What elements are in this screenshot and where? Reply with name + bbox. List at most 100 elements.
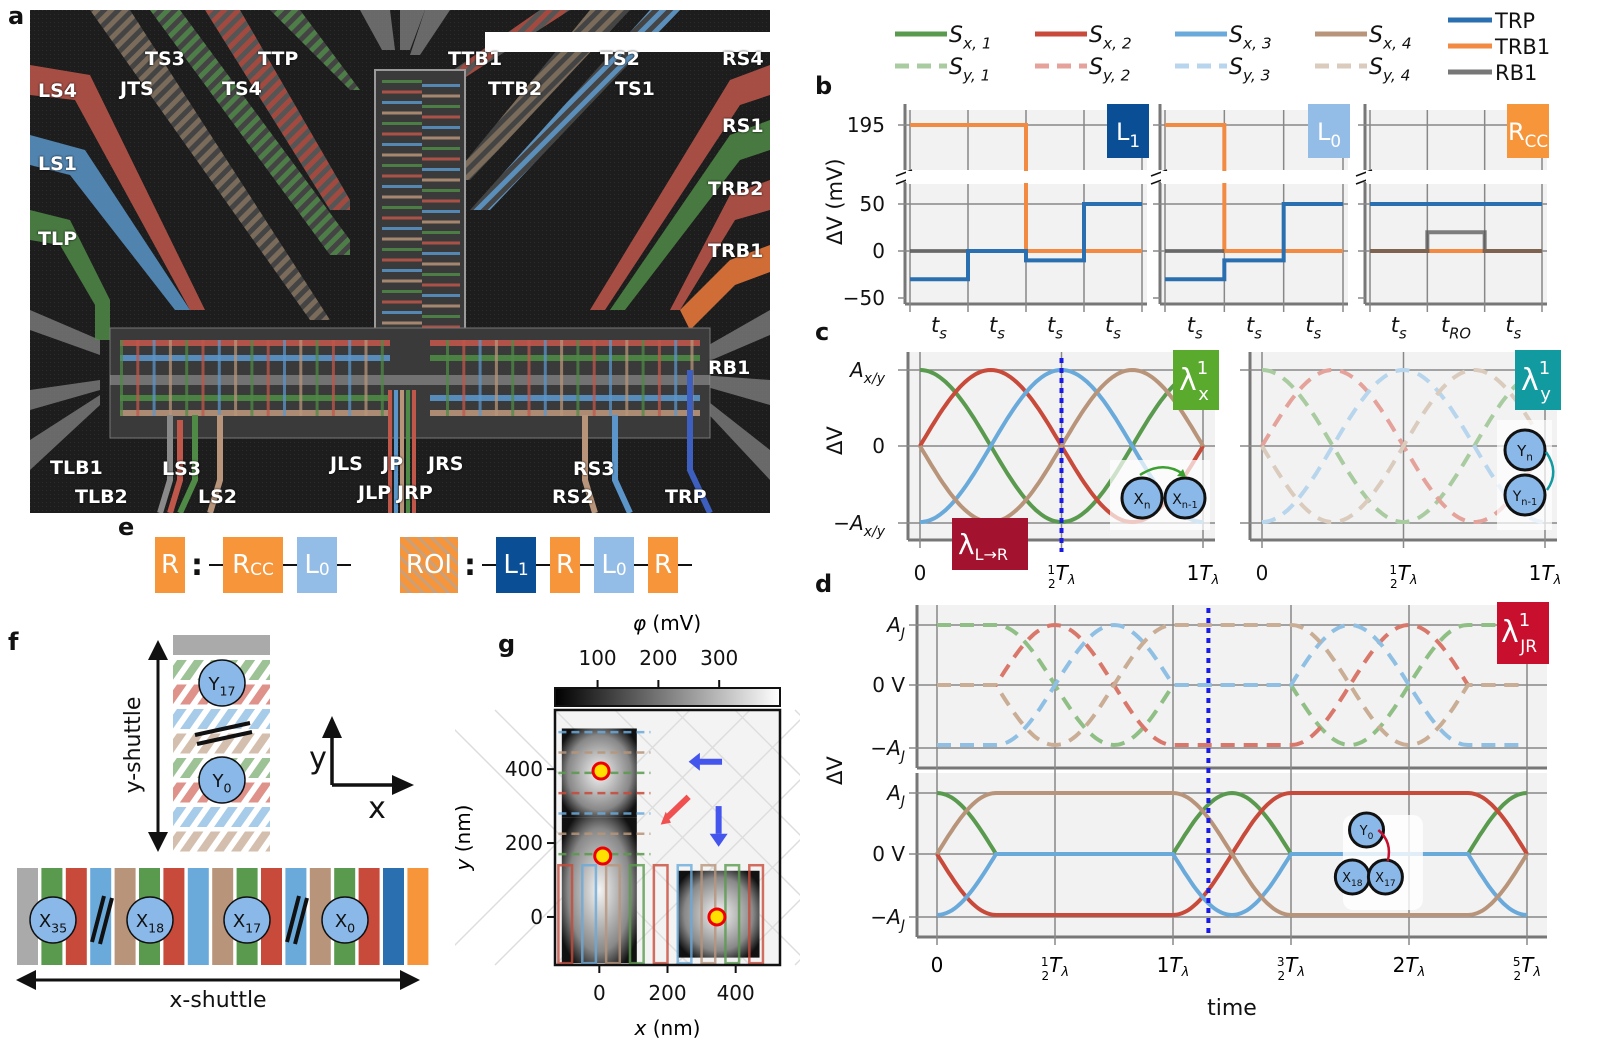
y-tick-label: 0 [872,239,885,263]
connector-line [209,564,223,566]
series-s_x-3 [936,852,1528,918]
gate-finger [283,340,286,416]
gate-finger [382,132,422,136]
gate-finger [422,168,460,171]
y-gate [173,709,270,729]
gate-finger [422,315,460,318]
gate-outline [748,863,765,965]
ellipsis-mark [293,897,309,945]
gate-finger [382,90,422,94]
series-s_y-2 [937,622,1527,747]
x-gate [309,868,331,965]
subplot-tag: RCC [1507,104,1549,158]
electron-position [591,761,611,781]
hop-arrow [1377,829,1391,862]
gate-label-ls3: LS3 [162,458,202,480]
arrow-head [709,833,728,847]
gate-finger [382,164,422,167]
gate-finger [576,340,580,416]
x-tick-label: 1Tλ [1157,953,1190,980]
gate-finger [422,252,460,255]
gate-finger [422,304,460,308]
electron-position [707,907,727,927]
dot-y-n-minus-1 [1503,473,1547,517]
x-tick-label: 1Tλ [1529,561,1562,588]
series-s_y-1 [1261,368,1546,525]
grid-diag [734,898,800,966]
legend-label: Sx, 4 [1369,23,1412,53]
gate-finger [120,340,123,416]
x-tick-label: ts [1305,313,1321,340]
gate-finger [382,111,422,115]
sequence-step-r: R [648,537,678,593]
legend-label: Sx, 3 [1229,23,1272,53]
gate-finger [422,325,460,329]
x-tick-label: 2Tλ [1393,953,1426,980]
gate-label-rs1: RS1 [722,115,764,137]
axis-label-x: x [368,791,386,826]
gate-finger [422,84,460,87]
arrows [660,752,728,847]
gate-finger [462,340,466,416]
lambda-l-to-r-tag: λL→R [952,518,1028,570]
ellipsis-mark [98,897,114,945]
panel-letter-e: e [118,513,135,541]
connector-line [634,564,648,566]
gate-label-ts4: TS4 [222,78,262,100]
y-tick-label: 200 [505,831,543,855]
subplot-tag: L1 [1107,104,1149,158]
gate-finger [422,136,460,140]
gate-finger [494,340,498,416]
legend-label: Sy, 2 [1089,55,1130,85]
y-tick-label: −AJ [870,736,905,765]
gate-label-ts1: TS1 [615,78,655,100]
x-dot [126,896,174,944]
dot-label: Xn [1134,490,1151,512]
axis-break-gap [906,171,1150,183]
gate-finger [266,340,270,416]
axis-label-y: y [309,741,327,776]
sequence-step-r: R [550,537,580,593]
gate-label-jrs: JRS [428,453,464,475]
gate-finger [382,122,422,125]
gate-finger [234,340,238,416]
gate-finger [422,273,460,276]
gate-outline [604,863,622,965]
ellipsis-mark [196,730,253,746]
gate-finger [657,340,661,416]
dot-label: X0 [335,911,355,935]
gate-finger [382,279,422,283]
series-s_x-4 [918,367,1205,525]
arrow-head [148,640,168,660]
colon-separator: : [464,547,476,583]
connector-line [536,564,550,566]
x-tick-label: ts [1246,313,1262,340]
tag-box [1497,602,1549,664]
gate-outline [652,863,669,965]
colorbar-tick-label: 200 [639,646,677,670]
gate-finger [592,340,596,416]
gate-finger [422,157,460,161]
gate-label-trp: TRP [665,486,707,508]
y-axis-label: y (nm) [455,805,475,872]
gate-outline [581,863,598,965]
dot-label: Yn [1516,442,1533,464]
x-tick-label: ts [1187,313,1203,340]
colorbar [554,687,781,707]
x-tick-label: ts [1391,313,1407,340]
gate-finger [527,340,531,416]
dot-x-n [1120,476,1164,520]
x-axis-label: x (nm) [634,1016,701,1040]
gate-label-rs2: RS2 [552,486,594,508]
gate-finger [382,185,422,188]
colon-separator: : [191,547,203,583]
x-tick-label: 0 [593,981,606,1005]
y-tick-label: 0 V [872,673,905,697]
x-gate [163,868,185,965]
gate-finger [299,340,303,416]
arrow-head [1177,469,1186,477]
